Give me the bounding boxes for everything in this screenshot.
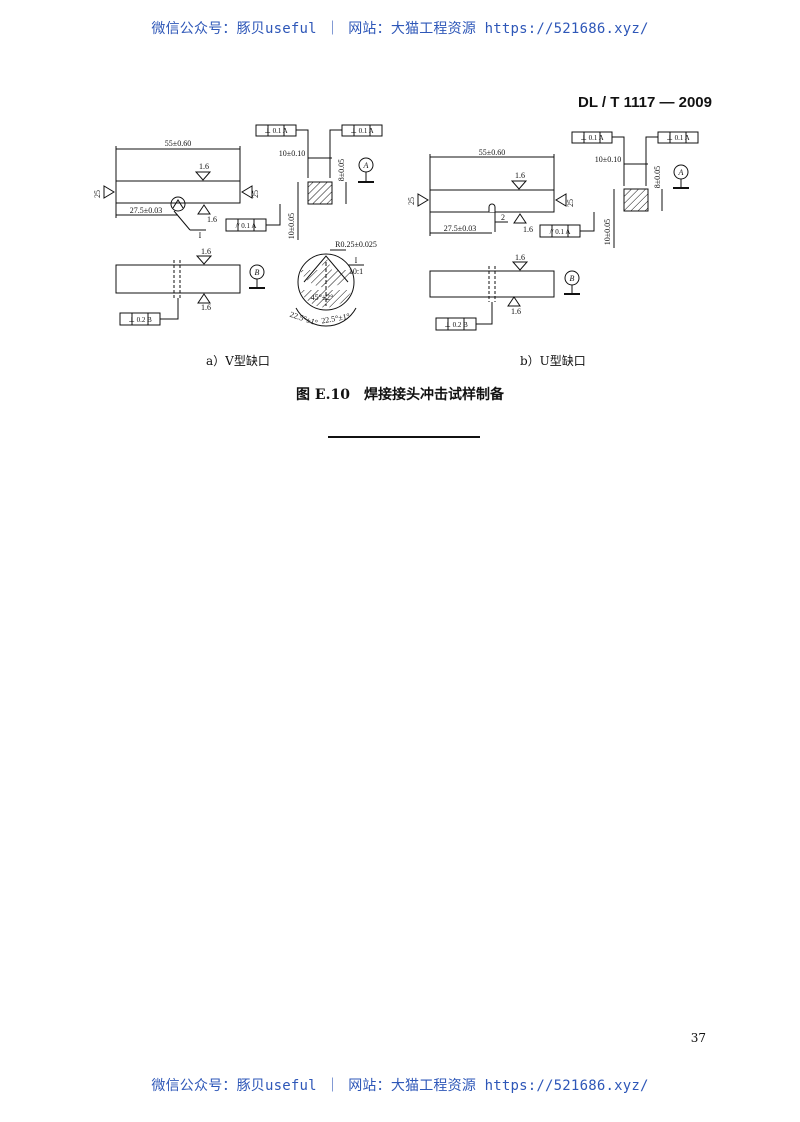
u-datum-b-label: B — [570, 274, 575, 283]
u-notch-drawing: 55±0.60 1.6 1.6 25 25 2 27.5±0.03 ⊥ 0.1 … — [407, 131, 699, 331]
u-half-length-dim: 27.5±0.03 — [444, 224, 476, 233]
figure-title: 图 E.10 焊接接头冲击试样制备 — [296, 387, 504, 403]
watermark-top: 微信公众号：豚贝useful ｜ 网站：大猫工程资源 https://52168… — [151, 21, 649, 37]
v-roughness-bottom: 1.6 — [207, 215, 217, 224]
v-notch-detail: R0.25±0.025 I 10:1 45°±2° 22.5°±1° 22.5°… — [289, 240, 377, 327]
v-half-angle-left: 22.5°±1° — [289, 310, 319, 327]
v-tol-frame-right: ⊥ 0.1 A — [341, 124, 383, 137]
u-tol-perp-a-left: ⊥ 0.1 A — [580, 134, 604, 142]
u-tol-frame-right: ⊥ 0.1 A — [657, 131, 699, 144]
u-length-dim: 55±0.60 — [479, 148, 505, 157]
v-edge-right: 25 — [251, 190, 260, 198]
v-datum-a-label: A — [363, 161, 369, 170]
v-roughness-lower-bottom: 1.6 — [201, 303, 211, 312]
u-notch-shape — [488, 203, 496, 212]
v-height8-dim: 8±0.05 — [337, 159, 346, 181]
caption-u-notch: b）U型缺口 — [520, 354, 586, 368]
v-roughness-top: 1.6 — [199, 162, 209, 171]
v-tol-frame-left: ⊥ 0.1 A — [255, 124, 297, 137]
v-detail-scale: 10:1 — [349, 267, 363, 276]
u-tol-perp-b: ⊥ 0.2 B — [444, 321, 468, 329]
u-height10-dim: 10±0.05 — [603, 219, 612, 245]
u-roughness-top: 1.6 — [515, 171, 525, 180]
v-width-dim: 10±0.10 — [279, 149, 305, 158]
v-tol-par-a: // 0.1 A — [236, 222, 257, 230]
v-specimen-bar — [115, 180, 241, 204]
u-tol-frame-left: ⊥ 0.1 A — [571, 131, 613, 144]
u-cross-section — [623, 188, 649, 212]
v-edge-left: 25 — [93, 190, 102, 198]
standard-code: DL / T 1117 — 2009 — [578, 94, 712, 111]
v-notch-angle: 45°±2° — [311, 293, 334, 302]
v-datum-b-label: B — [255, 268, 260, 277]
v-tol-frame-perp-b: ⊥ 0.2 B — [119, 312, 161, 326]
u-roughness-lower-bottom: 1.6 — [511, 307, 521, 316]
u-specimen-bar-bottom-view — [429, 270, 555, 298]
page-number: 37 — [690, 1031, 706, 1045]
u-tol-frame-parallel: // 0.1 A — [539, 224, 581, 238]
v-length-dim: 55±0.60 — [165, 139, 191, 148]
u-height8-dim: 8±0.05 — [653, 166, 662, 188]
v-detail-id: I — [199, 231, 202, 240]
u-edge-left: 25 — [407, 197, 416, 205]
u-tol-par-a: // 0.1 A — [550, 228, 571, 236]
watermark-bottom: 微信公众号：豚贝useful ｜ 网站：大猫工程资源 https://52168… — [151, 1078, 649, 1094]
v-tol-perp-b: ⊥ 0.2 B — [128, 316, 152, 324]
v-height10-dim: 10±0.05 — [287, 213, 296, 239]
v-half-length-dim: 27.5±0.03 — [130, 206, 162, 215]
end-rule — [328, 436, 480, 438]
v-notch-drawing: 55±0.60 1.6 1.6 25 25 I 27.5±0.03 ⊥ 0.1 … — [93, 124, 383, 327]
caption-v-notch: a）V型缺口 — [206, 354, 270, 368]
v-tol-frame-parallel: // 0.1 A — [225, 218, 267, 232]
u-roughness-lower-top: 1.6 — [515, 253, 525, 262]
v-tol-perp-a-right: ⊥ 0.1 A — [350, 127, 374, 135]
u-edge-right: 25 — [566, 199, 575, 207]
u-tol-frame-perp-b: ⊥ 0.2 B — [435, 317, 477, 331]
v-cross-section — [307, 181, 333, 205]
v-roughness-lower-top: 1.6 — [201, 247, 211, 256]
v-half-angle-right: 22.5°±1° — [321, 312, 351, 326]
v-notch-detail-circle — [170, 196, 186, 212]
u-width-dim: 10±0.10 — [595, 155, 621, 164]
u-datum-a-label: A — [678, 168, 684, 177]
v-notch-radius: R0.25±0.025 — [335, 240, 377, 249]
technical-drawing: 55±0.60 1.6 1.6 25 25 I 27.5±0.03 ⊥ 0.1 … — [93, 124, 699, 331]
v-detail-label: I — [355, 256, 358, 265]
v-specimen-bar-bottom-view — [115, 264, 241, 294]
u-tol-perp-a-right: ⊥ 0.1 A — [666, 134, 690, 142]
u-roughness-bottom: 1.6 — [523, 225, 533, 234]
v-tol-perp-a-left: ⊥ 0.1 A — [264, 127, 288, 135]
u-depth-dim: 2 — [501, 213, 505, 222]
